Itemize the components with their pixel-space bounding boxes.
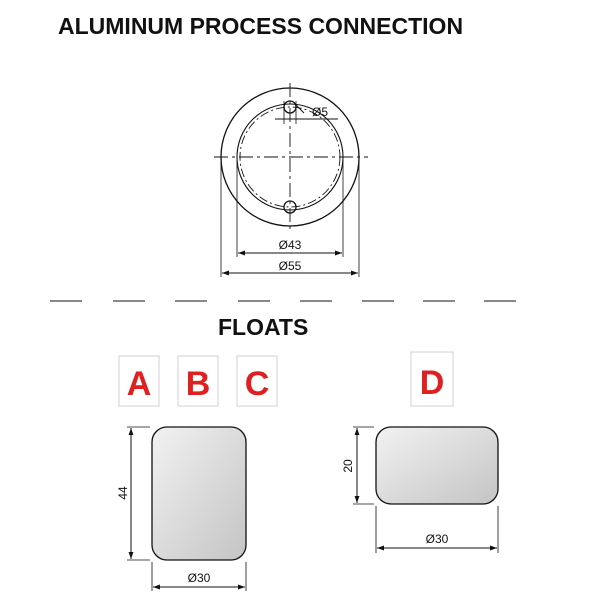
- float-label-box-d: D: [410, 351, 454, 407]
- short-float-width-label: Ø30: [426, 532, 449, 546]
- hole-diameter-label: Ø5: [312, 105, 328, 119]
- float-label-box-b: B: [177, 355, 219, 407]
- float-cylinder-tall: [151, 426, 247, 561]
- float-label-a: A: [127, 365, 152, 403]
- floats-title: FLOATS: [218, 314, 309, 340]
- float-cylinder-short: [375, 426, 499, 505]
- short-float-dimensions: [353, 426, 499, 553]
- float-label-d: D: [420, 364, 445, 402]
- float-label-c: C: [245, 365, 270, 403]
- inner-diameter-label: Ø43: [279, 238, 302, 252]
- float-label-box-c: C: [236, 355, 278, 407]
- tall-float-dimensions: [127, 426, 247, 591]
- tall-float-height-label: 44: [116, 486, 130, 500]
- process-connection-title: ALUMINUM PROCESS CONNECTION: [58, 13, 464, 39]
- hole-leader-line: [294, 103, 305, 114]
- float-label-box-a: A: [118, 355, 160, 407]
- process-connection-drawing: [214, 83, 368, 277]
- float-label-b: B: [186, 365, 211, 403]
- outer-diameter-label: Ø55: [279, 259, 302, 273]
- mounting-hole-bottom: [283, 200, 297, 214]
- short-float-height-label: 20: [341, 459, 355, 473]
- tall-float-width-label: Ø30: [188, 571, 211, 585]
